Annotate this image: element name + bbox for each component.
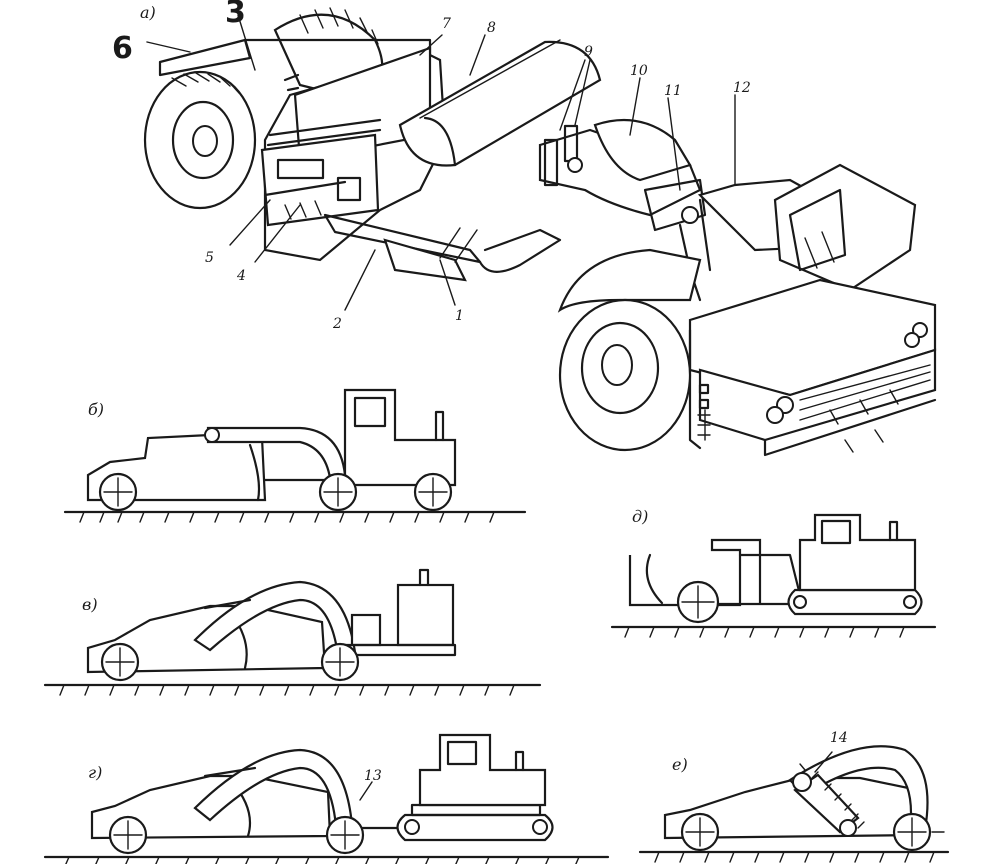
draft-arms xyxy=(323,213,562,282)
callout-6: 6 xyxy=(112,31,133,66)
callout-1: 1 xyxy=(455,308,464,324)
gooseneck xyxy=(538,118,712,302)
callout-4: 4 xyxy=(236,268,246,284)
panel-v-semitrailer-scraper xyxy=(43,568,542,696)
panel-a-scraper-isometric xyxy=(143,7,937,457)
caption-d: д) xyxy=(632,507,648,526)
callout-14: 14 xyxy=(830,730,848,746)
callout-13: 13 xyxy=(364,768,382,784)
panel-a-callouts: 6 3 7 8 9 10 11 12 5 4 2 1 xyxy=(112,0,751,332)
rear-wheel-left xyxy=(143,70,257,210)
ejector-frame xyxy=(260,133,380,227)
callout-10: 10 xyxy=(630,63,648,79)
panel-e-elevating-scraper xyxy=(638,745,950,863)
caption-v: в) xyxy=(82,595,98,614)
panel-g-crawler-towed-scraper xyxy=(43,733,610,864)
panel-b-trailed-scraper xyxy=(63,388,527,523)
caption-a: а) xyxy=(140,3,156,22)
panel-d-crawler-semitrailer xyxy=(610,513,937,638)
callout-7: 7 xyxy=(442,16,451,32)
callout-3: 3 xyxy=(225,0,246,30)
caption-e: е) xyxy=(672,755,688,774)
tractor-unit xyxy=(688,163,937,457)
callout-11: 11 xyxy=(664,83,682,99)
cylinder-3 xyxy=(266,73,382,147)
drum-8 xyxy=(398,39,602,167)
callout-2: 2 xyxy=(332,316,342,332)
callout-8: 8 xyxy=(487,20,496,36)
caption-b: б) xyxy=(88,400,104,419)
callout-12: 12 xyxy=(733,80,751,96)
callout-9: 9 xyxy=(584,44,593,60)
caption-g: г) xyxy=(88,763,102,782)
leader-lines-a xyxy=(146,14,736,311)
front-wheel xyxy=(557,248,702,452)
callout-5: 5 xyxy=(205,250,214,266)
